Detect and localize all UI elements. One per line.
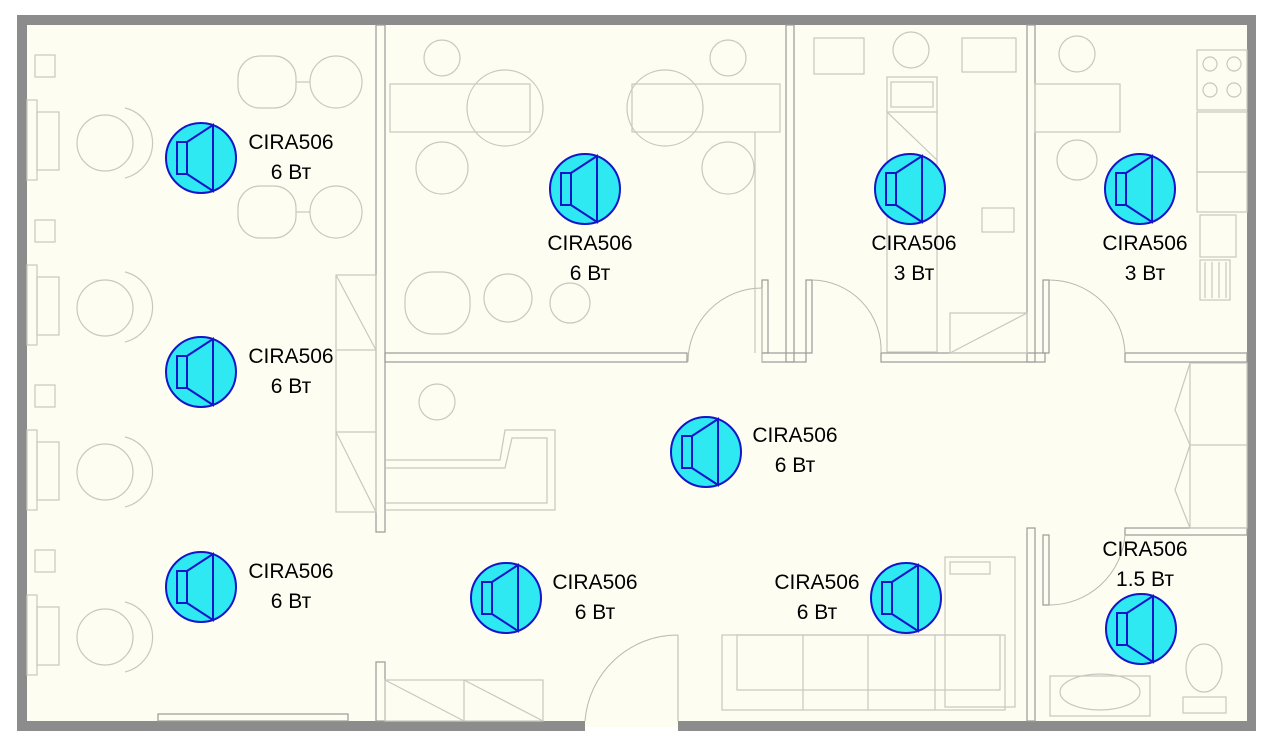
outer-walls: [17, 15, 1256, 731]
speaker-cone-shape: [891, 563, 919, 633]
speaker-icon[interactable]: [470, 562, 542, 634]
speaker-cone-shape: [691, 417, 719, 487]
speaker-magnet-shape: [176, 141, 188, 175]
speaker-power-label: 3 Вт: [1125, 262, 1166, 285]
speaker-power-label: 6 Вт: [575, 601, 616, 624]
speaker-model-label: CIRA506: [248, 345, 333, 368]
speaker-icon[interactable]: [549, 153, 621, 225]
speaker-model-label: CIRA506: [774, 571, 859, 594]
speaker-power-label: 6 Вт: [271, 161, 312, 184]
speaker-magnet-shape: [881, 581, 893, 615]
speaker-power-label: 6 Вт: [271, 375, 312, 398]
speaker-magnet-shape: [1115, 172, 1127, 206]
speaker-magnet-shape: [885, 172, 897, 206]
speaker-cone-shape: [491, 563, 519, 633]
speaker-model-label: CIRA506: [871, 232, 956, 255]
speaker[interactable]: CIRA506 3 Вт: [1102, 153, 1188, 285]
speaker-cone-shape: [186, 552, 214, 622]
speaker-cone-shape: [570, 154, 598, 224]
speaker[interactable]: CIRA506 6 Вт: [165, 336, 334, 408]
door-swings: [584, 279, 1126, 722]
speaker-icon[interactable]: [870, 562, 942, 634]
speaker-model-label: CIRA506: [248, 131, 333, 154]
speaker[interactable]: CIRA506 6 Вт: [774, 562, 942, 634]
speaker-magnet-shape: [176, 570, 188, 604]
speaker-power-label: 3 Вт: [894, 262, 935, 285]
speaker-cone-shape: [1125, 154, 1153, 224]
speaker-magnet-shape: [560, 172, 572, 206]
speaker-magnet-shape: [176, 355, 188, 389]
speaker-cone-shape: [1126, 594, 1154, 664]
speaker-icon[interactable]: [1105, 593, 1177, 665]
speaker-power-label: 6 Вт: [271, 590, 312, 613]
speaker-model-label: CIRA506: [1102, 538, 1187, 561]
speaker-icon[interactable]: [165, 122, 237, 194]
speaker-magnet-shape: [481, 581, 493, 615]
speaker[interactable]: CIRA506 6 Вт: [165, 551, 334, 623]
speaker[interactable]: CIRA506 6 Вт: [670, 416, 838, 488]
speaker-power-label: 1.5 Вт: [1116, 568, 1174, 591]
speaker-icon[interactable]: [670, 416, 742, 488]
speaker[interactable]: CIRA506 6 Вт: [165, 122, 334, 194]
speaker-magnet-shape: [1116, 612, 1128, 646]
speaker-icon[interactable]: [1104, 153, 1176, 225]
speaker-model-label: CIRA506: [248, 560, 333, 583]
speaker-cone-shape: [895, 154, 923, 224]
speaker-model-label: CIRA506: [547, 232, 632, 255]
speaker[interactable]: CIRA506 6 Вт: [547, 153, 633, 285]
speaker-power-label: 6 Вт: [775, 454, 816, 477]
speaker[interactable]: CIRA506 1.5 Вт: [1102, 538, 1188, 665]
speaker-model-label: CIRA506: [752, 424, 837, 447]
speaker-power-label: 6 Вт: [570, 262, 611, 285]
speaker-power-label: 6 Вт: [797, 601, 838, 624]
speaker-icon[interactable]: [874, 153, 946, 225]
speaker-model-label: CIRA506: [552, 571, 637, 594]
furniture: [26, 31, 1248, 722]
speaker[interactable]: CIRA506 3 Вт: [871, 153, 957, 285]
speaker-icon[interactable]: [165, 551, 237, 623]
speaker-cone-shape: [186, 123, 214, 193]
speaker-model-label: CIRA506: [1102, 232, 1187, 255]
speaker[interactable]: CIRA506 6 Вт: [470, 562, 638, 634]
speaker-magnet-shape: [681, 435, 693, 469]
speaker-icon[interactable]: [165, 336, 237, 408]
speaker-cone-shape: [186, 337, 214, 407]
